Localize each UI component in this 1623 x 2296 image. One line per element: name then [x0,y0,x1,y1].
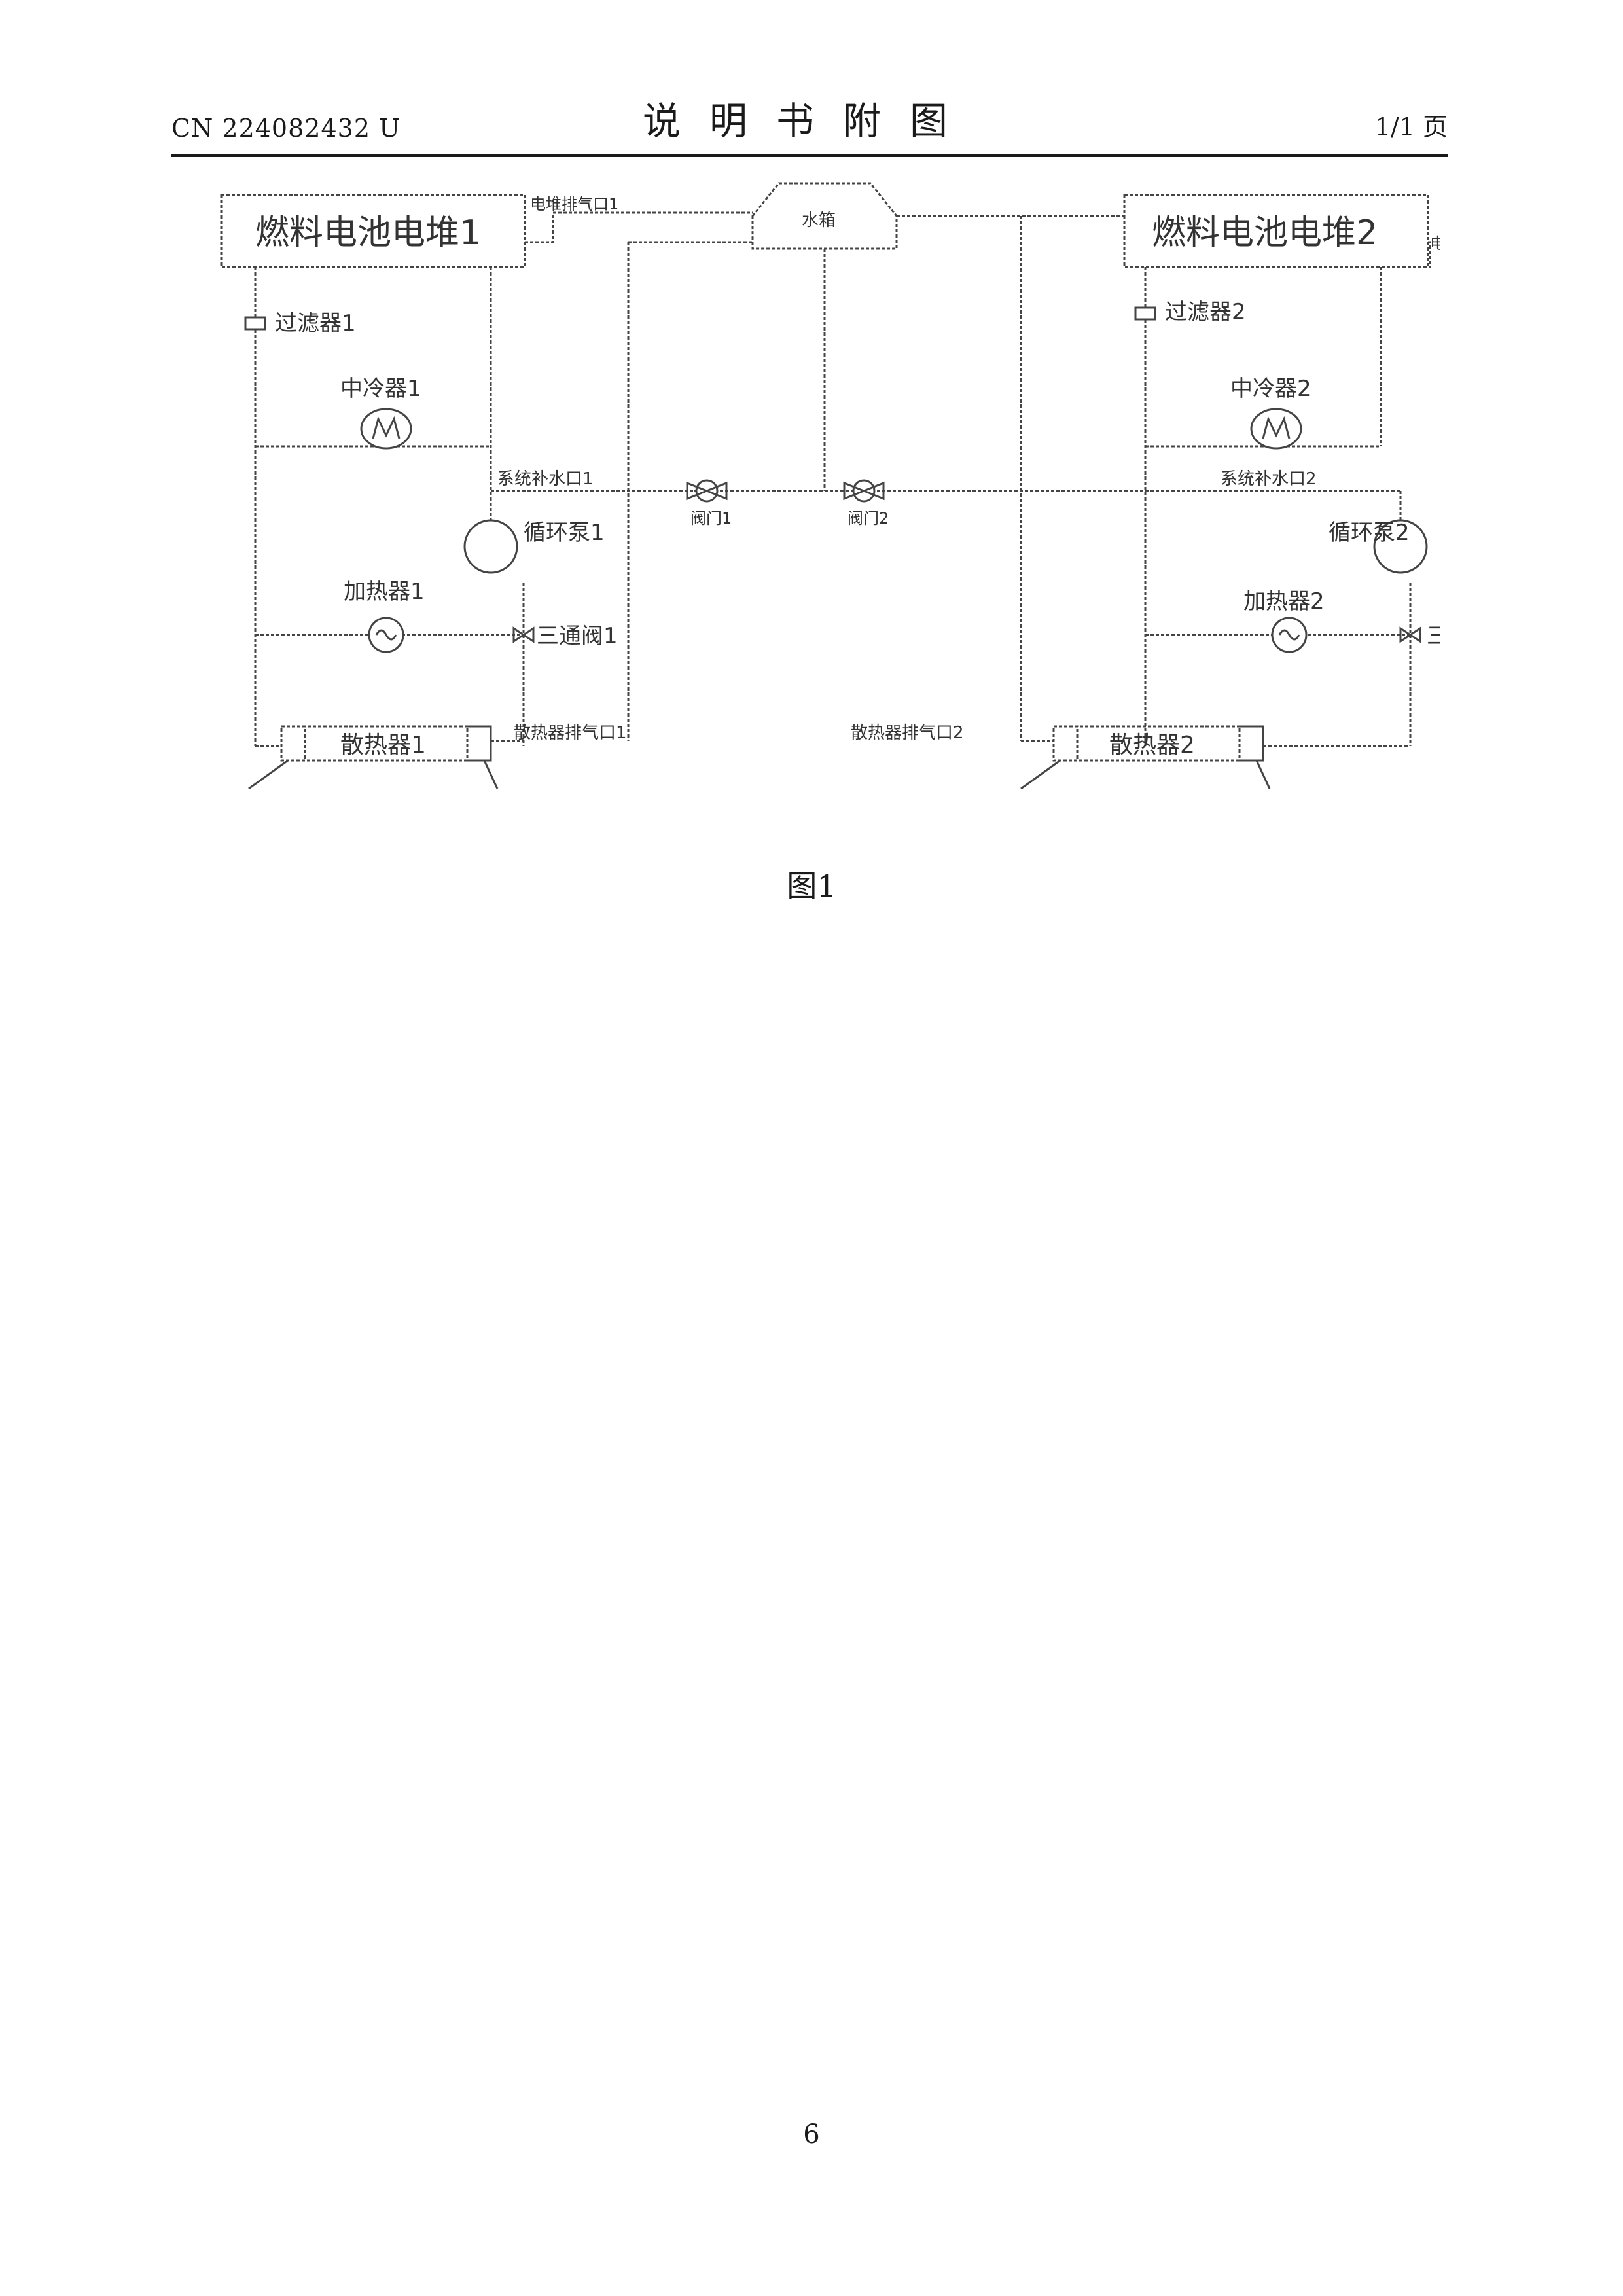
label-stack-vent1: 电堆排气口1 [530,195,618,213]
page-number: 6 [0,2119,1623,2149]
label-water-tank: 水箱 [802,211,836,230]
label-intercooler2: 中冷器2 [1230,376,1311,402]
label-stack2: 燃料电池电堆2 [1152,213,1378,253]
label-rad-vent2: 散热器排气口2 [851,723,964,743]
label-valve2: 阀门2 [847,509,889,528]
label-rad-vent1: 散热器排气口1 [514,723,627,743]
label-threeway1: 三通阀1 [537,623,618,649]
filter1-icon [245,317,265,329]
label-filter1: 过滤器1 [275,310,356,336]
label-pump2: 循环泵2 [1329,520,1410,546]
label-makeup2: 系统补水口2 [1221,469,1317,489]
intercooler1-icon [361,409,411,448]
label-stack-vent2: 电堆排气口2 [1430,234,1440,253]
intercooler2-icon [1251,409,1301,448]
label-stack1: 燃料电池电堆1 [255,213,481,253]
system-diagram: 燃料电池电堆1 燃料电池电堆2 电堆排气口1 电堆排气口2 水箱 过滤器1 过滤… [209,177,1440,818]
filter2-icon [1135,308,1155,319]
label-pump1: 循环泵1 [524,520,605,546]
label-filter2: 过滤器2 [1165,299,1246,325]
page-header: CN 224082432 U 说明书附图 1/1 页 [171,98,1448,157]
label-heater2: 加热器2 [1243,588,1325,615]
label-intercooler1: 中冷器1 [340,376,421,402]
label-threeway2: 三通阀2 [1427,623,1440,649]
figure-caption: 图1 [0,863,1623,906]
page-title: 说明书附图 [171,90,1448,145]
page-info: 1/1 页 [1375,107,1448,143]
label-heater1: 加热器1 [344,579,425,605]
diagram-svg: 燃料电池电堆1 燃料电池电堆2 电堆排气口1 电堆排气口2 水箱 过滤器1 过滤… [209,177,1440,818]
label-valve1: 阀门1 [690,509,732,528]
label-radiator2: 散热器2 [1109,732,1195,759]
label-makeup1: 系统补水口1 [497,469,594,489]
pump1-icon [465,520,517,573]
label-radiator1: 散热器1 [340,732,426,759]
header-rule [171,154,1448,157]
